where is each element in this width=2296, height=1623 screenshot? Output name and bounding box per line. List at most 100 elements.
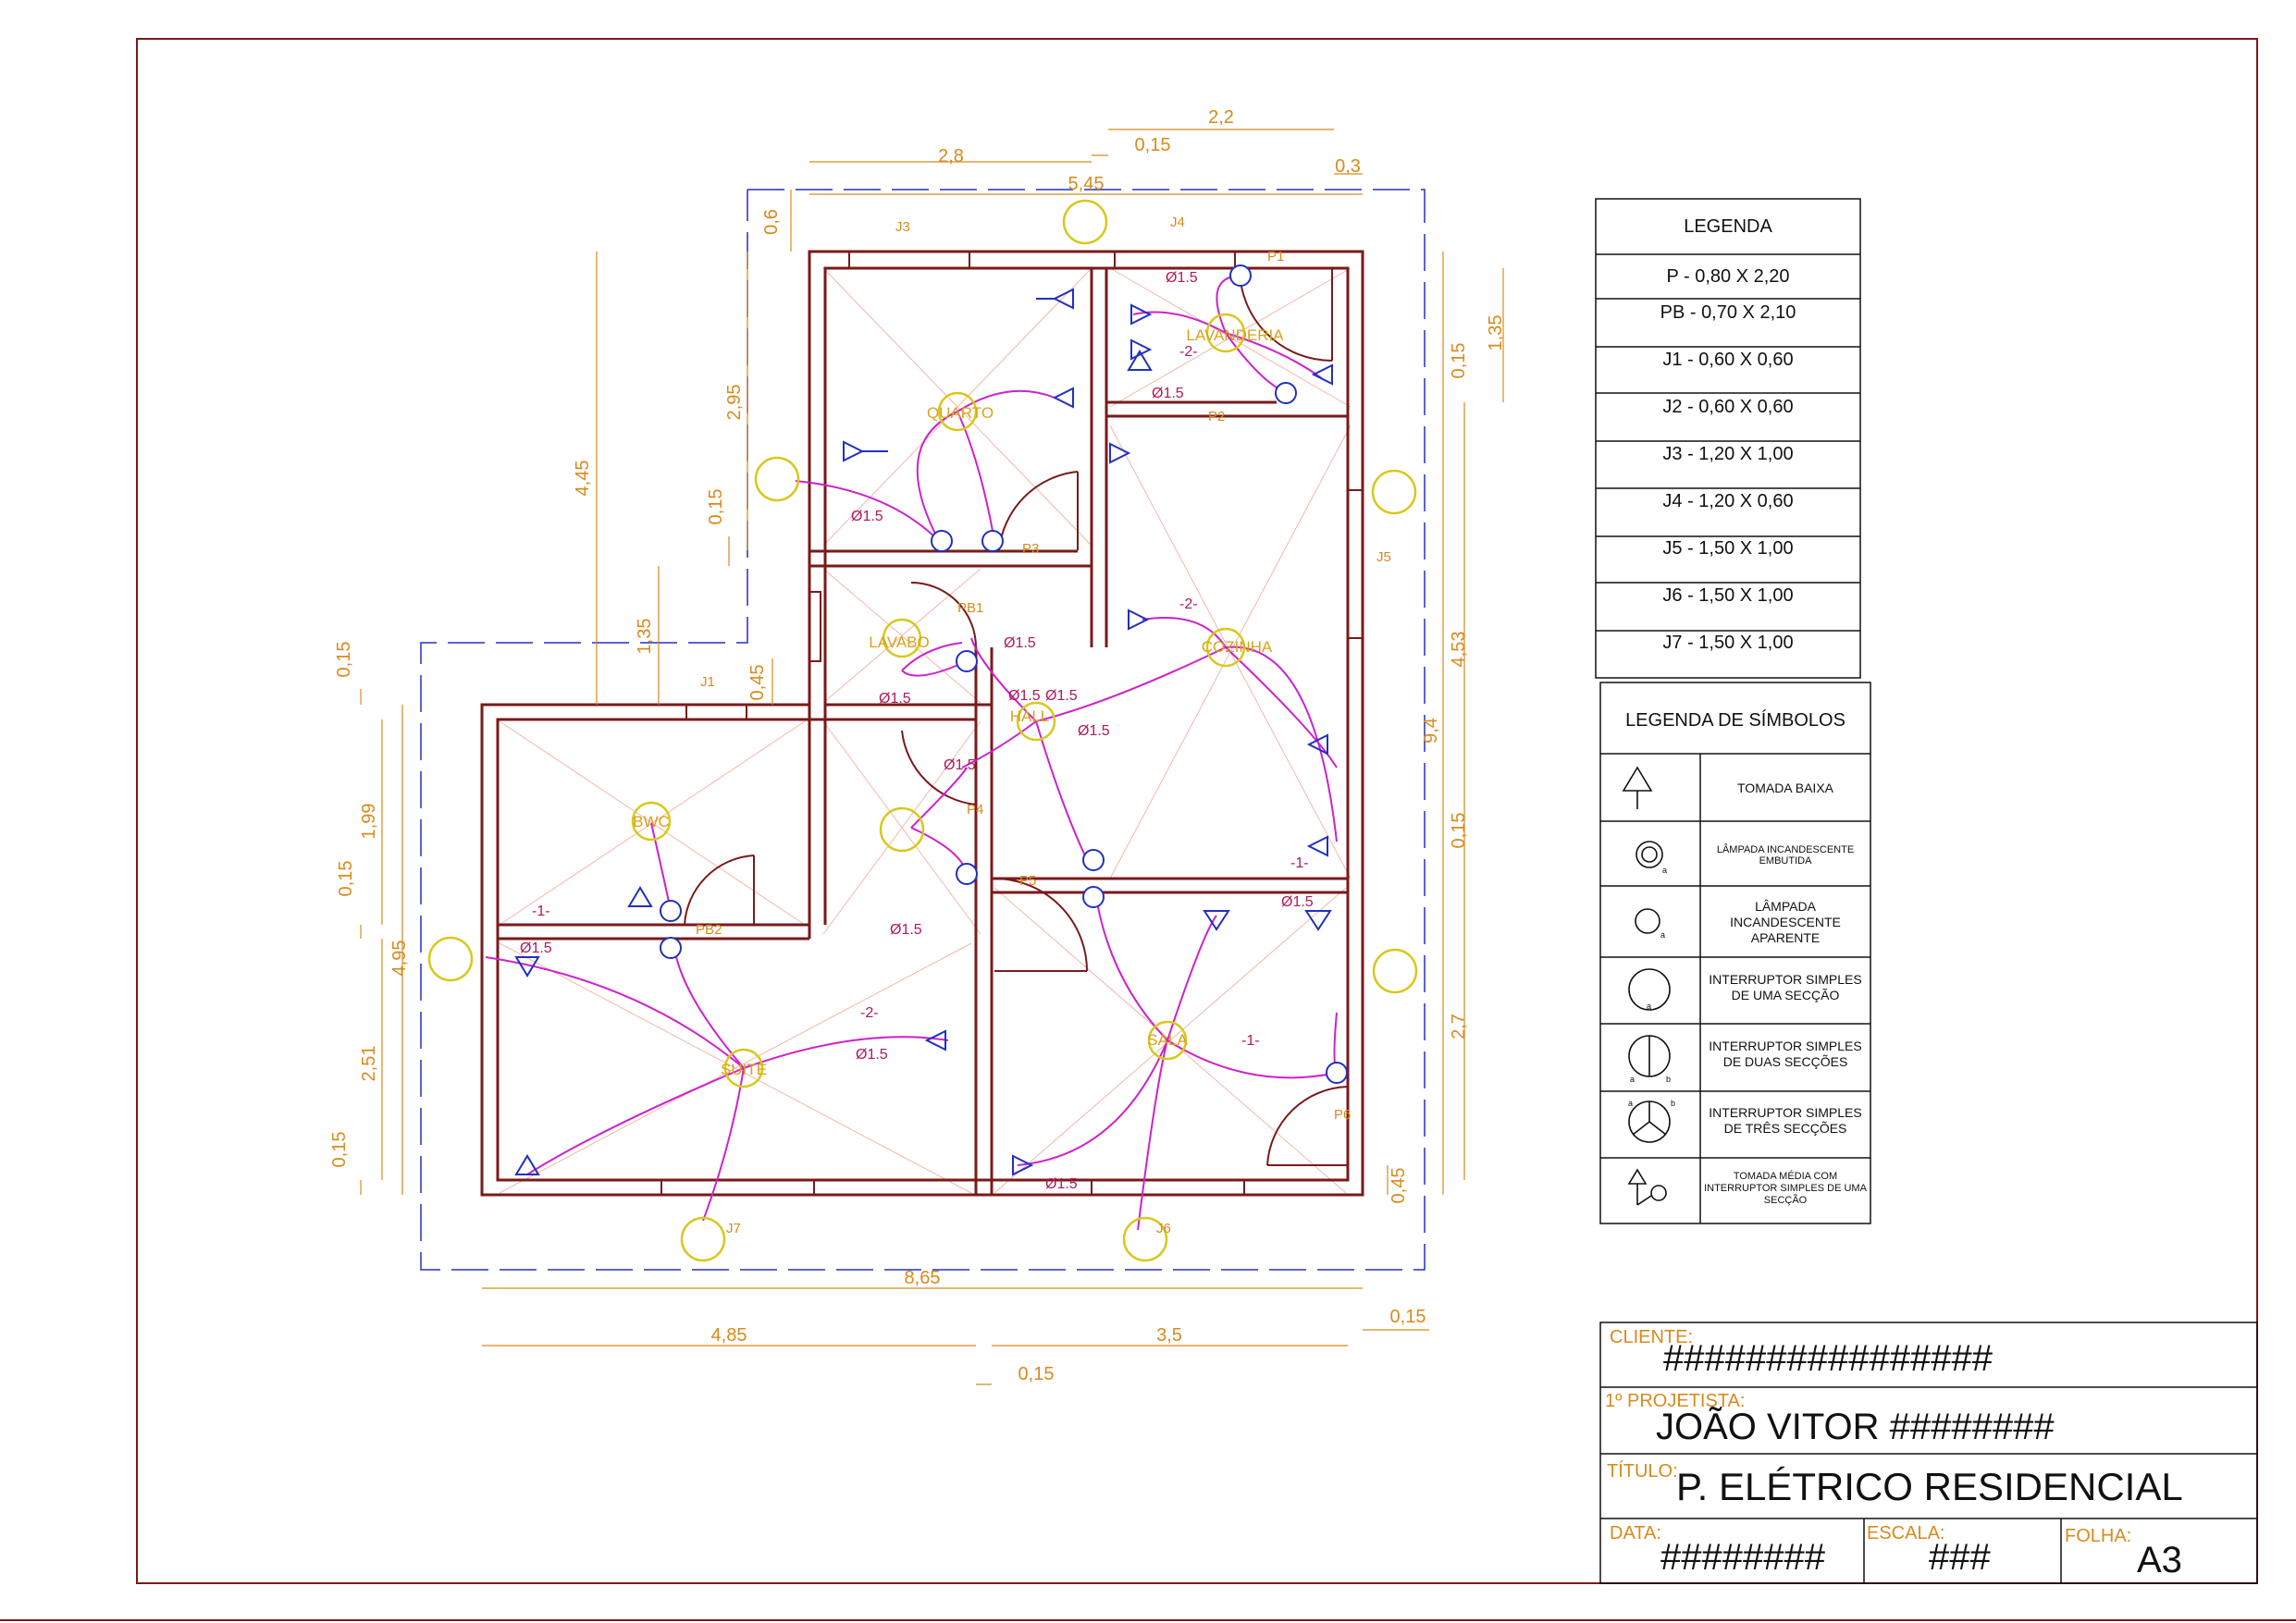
triple-switch-icon-tag-b: b (1671, 1099, 1675, 1108)
designer-label: 1º PROJETISTA: (1605, 1391, 1745, 1411)
dim-5-45: 5,45 (1068, 174, 1105, 194)
conduit-dia: Ø1.5 (520, 941, 552, 956)
dim-2-2: 2,2 (1208, 107, 1234, 128)
dim-9-4: 9,4 (1421, 718, 1441, 744)
opening-p2: P2 (1208, 409, 1225, 424)
double-switch-icon-tag-b: b (1666, 1075, 1671, 1084)
opening-j7: J7 (726, 1221, 741, 1236)
conduit-dia: Ø1.5 (1152, 386, 1184, 401)
legend-table (1595, 198, 1861, 679)
recessed-lamp-icon-tag: a (1662, 866, 1667, 875)
date-label: DATA: (1610, 1523, 1661, 1543)
legend-item: J1 - 0,60 X 0,60 (1662, 350, 1793, 370)
legend-item: J2 - 0,60 X 0,60 (1662, 397, 1793, 417)
dim-2-95: 2,95 (724, 385, 745, 421)
room-label-cozinha: COZINHA (1202, 638, 1273, 656)
conduit-circuit-1: -1- (1241, 1033, 1260, 1049)
triple-switch-icon (1628, 1100, 1671, 1143)
legend-item: J7 - 1,50 X 1,00 (1662, 633, 1793, 653)
dim-0-15-r1: 0,15 (1449, 343, 1469, 379)
symbol-legend-table (1599, 682, 1871, 1224)
dim-2-8: 2,8 (938, 146, 964, 166)
opening-pb1: PB1 (957, 600, 983, 616)
floor-plan: QUARTO LAVANDERIA LAVABO COZINHA HALL BW… (329, 107, 1506, 1385)
dim-4-95: 4,95 (389, 941, 410, 977)
low-outlet-icon (1622, 766, 1653, 809)
date-value: ######## (1660, 1537, 1826, 1578)
title-block (1599, 1322, 2258, 1584)
legend-item: J4 - 1,20 X 0,60 (1662, 491, 1793, 511)
windows (660, 251, 1364, 1196)
title-label: TÍTULO: (1607, 1460, 1678, 1482)
conduit-dia: Ø1.5 (1078, 723, 1110, 739)
conduit-dia: Ø1.5 (879, 691, 911, 707)
dim-4-45: 4,45 (573, 461, 593, 497)
switches (660, 264, 1348, 1084)
room-label-lavabo: LAVABO (869, 633, 930, 651)
dim-4-85: 4,85 (711, 1325, 747, 1346)
dim-0-45-r: 0,45 (1389, 1168, 1409, 1204)
room-label-suite: SUITE (721, 1061, 767, 1078)
dim-0-15-e: 0,15 (1390, 1307, 1426, 1327)
scale-label: ESCALA: (1867, 1523, 1944, 1543)
scale-value: ### (1929, 1537, 1991, 1578)
opening-p1: P1 (1267, 249, 1284, 264)
symbol-legend-title: LEGENDA DE SÍMBOLOS (1625, 709, 1845, 731)
room-hatching (499, 267, 1352, 1194)
symbol-desc-low-outlet: TOMADA BAIXA (1737, 781, 1834, 795)
walls (480, 250, 1364, 1197)
dim-0-15-r2: 0,15 (1449, 813, 1469, 849)
dim-0-6: 0,6 (761, 209, 782, 235)
sheet-label: FOLHA: (2065, 1526, 2131, 1546)
conduit-annotations: Ø1.5 Ø1.5 Ø1.5 Ø1.5 Ø1.5 Ø1.5 Ø1.5 Ø1.5 … (520, 270, 1314, 1192)
dim-0-15-d: 0,15 (329, 1132, 350, 1168)
legend-item: J5 - 1,50 X 1,00 (1662, 538, 1793, 559)
recessed-lamp-icon (1636, 841, 1663, 868)
designer-value: JOÃO VITOR ######## (1656, 1406, 2055, 1447)
double-switch-icon (1628, 1035, 1671, 1077)
dim-0-15-f: 0,15 (1018, 1364, 1055, 1384)
opening-pb2: PB2 (696, 922, 722, 938)
dim-0-15-a: 0,15 (706, 489, 726, 525)
surface-lamp-icon-tag: a (1660, 930, 1665, 940)
circuit-wiring (485, 275, 1338, 1231)
dim-1-35-right: 1,35 (1486, 315, 1506, 351)
sheet-value: A3 (2137, 1540, 2182, 1580)
client-label: CLIENTE: (1610, 1327, 1693, 1347)
roof-outline (420, 189, 1426, 1271)
room-label-quarto: QUARTO (927, 404, 994, 422)
conduit-circuit-1: -1- (1290, 855, 1309, 871)
conduit-dia: Ø1.5 (856, 1047, 888, 1063)
dim-1-99: 1,99 (359, 804, 379, 840)
dim-8-65: 8,65 (905, 1268, 941, 1288)
room-label-hall: HALL (1010, 707, 1050, 725)
legend-item: J3 - 1,20 X 1,00 (1662, 444, 1793, 464)
conduit-circuit-2: -2- (1179, 596, 1198, 612)
legend-item: PB - 0,70 X 2,10 (1660, 302, 1796, 323)
legend-title: LEGENDA (1684, 216, 1772, 237)
dim-0-15-b: 0,15 (334, 642, 354, 678)
opening-j3: J3 (895, 219, 910, 235)
dim-0-15-c: 0,15 (336, 861, 356, 897)
opening-p4: P4 (967, 802, 983, 818)
room-label-lavanderia: LAVANDERIA (1186, 326, 1284, 344)
legend-item: J6 - 1,50 X 1,00 (1662, 585, 1793, 606)
dim-4-53: 4,53 (1449, 632, 1469, 668)
title-value: P. ELÉTRICO RESIDENCIAL (1676, 1465, 2183, 1508)
surface-lamp-icon (1635, 908, 1660, 934)
conduit-circuit-2: -2- (860, 1005, 879, 1021)
conduit-circuit-2: -2- (1179, 344, 1198, 360)
conduit-dia: Ø1.5 (1004, 635, 1036, 651)
dimension-lines (360, 129, 1504, 1385)
conduit-dia: Ø1.5 (1166, 270, 1198, 286)
conduit-dia: Ø1.5 (1045, 1176, 1078, 1192)
room-label-bwc: BWC (633, 813, 670, 830)
room-label-sala: SALA (1147, 1031, 1188, 1049)
opening-j4: J4 (1170, 215, 1185, 230)
